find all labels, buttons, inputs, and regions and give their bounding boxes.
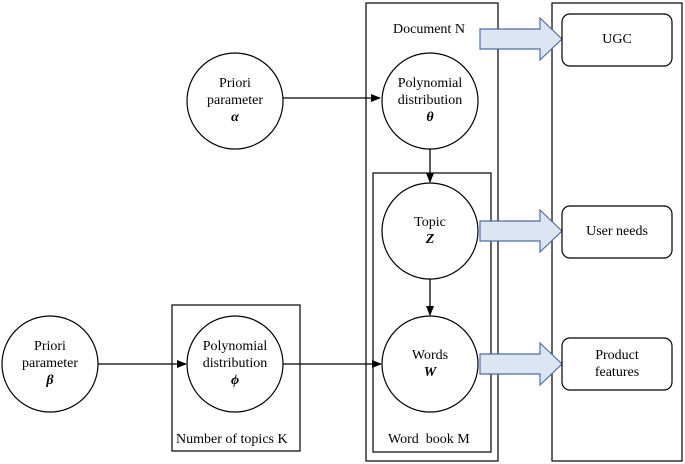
plate-label-topics: Number of topics K xyxy=(176,432,288,447)
output-label-product: Product features xyxy=(594,348,640,380)
label-poly-theta: Polynomial distribution θ xyxy=(397,76,463,125)
block-arrow-product xyxy=(479,341,563,387)
label-poly-phi: Polynomial distribution ϕ xyxy=(202,339,268,388)
output-box-ugc xyxy=(561,13,673,67)
plate-topics xyxy=(171,304,301,452)
label-priori-alpha: Priori parameter α xyxy=(207,76,263,125)
output-box-user-needs xyxy=(561,205,673,259)
node-priori-alpha xyxy=(186,52,284,150)
block-arrow-user-needs xyxy=(479,208,563,254)
plate-label-word-book: Word book M xyxy=(388,432,470,447)
output-label-user-needs: User needs xyxy=(586,224,648,239)
block-arrow-ugc xyxy=(479,16,563,62)
node-words xyxy=(381,315,479,413)
label-priori-beta: Priori parameter β xyxy=(22,339,78,388)
output-box-product xyxy=(561,337,673,391)
label-topic: Topic Z xyxy=(414,215,446,247)
plate-label-document: Document N xyxy=(393,22,465,37)
output-label-ugc: UGC xyxy=(602,32,632,47)
label-words: Words W xyxy=(411,348,449,380)
